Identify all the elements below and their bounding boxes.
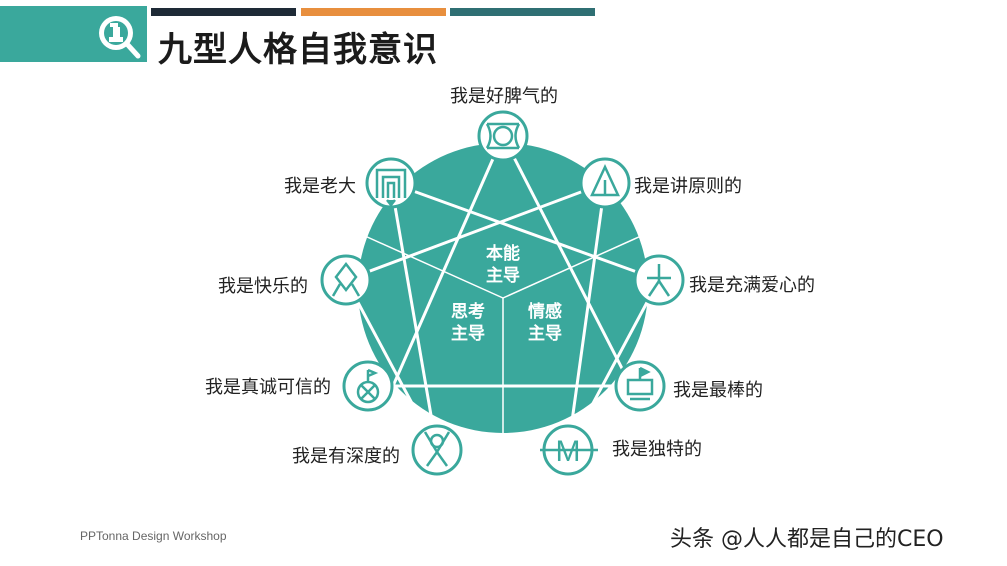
- enneagram-circle: [358, 143, 648, 433]
- triangle-icon: [590, 164, 620, 197]
- label-loving: 我是充满爱心的: [689, 275, 815, 296]
- person-icon: [423, 431, 451, 467]
- node-loving: [633, 254, 685, 306]
- center-left-line2: 主导: [451, 323, 485, 344]
- center-dividers: [364, 235, 642, 433]
- center-top-line2: 主导: [486, 265, 520, 286]
- label-boss: 我是老大: [284, 176, 356, 197]
- center-labels: 本能 主导 思考 主导 情感 主导: [451, 243, 562, 344]
- node-boss: [365, 157, 417, 209]
- label-good-temper: 我是好脾气的: [450, 86, 558, 107]
- node-good-temper: [477, 110, 529, 162]
- circle-x-flag-icon: [356, 368, 380, 404]
- label-sincere: 我是真诚可信的: [205, 377, 331, 398]
- m-letter-icon: M: [556, 435, 581, 468]
- header-bar-dark: [151, 8, 296, 16]
- circle-in-frame-icon: [485, 122, 521, 150]
- label-best: 我是最棒的: [673, 380, 763, 401]
- magnifier-logo-icon: [99, 16, 141, 59]
- stick-figure-icon: [647, 264, 671, 297]
- center-right-line2: 主导: [528, 323, 562, 344]
- diamond-x-icon: [331, 261, 361, 297]
- footer-credit: PPTonna Design Workshop: [80, 529, 227, 543]
- node-happy: [320, 254, 372, 306]
- header-bar-orange: [301, 8, 446, 16]
- gate-icon: [375, 168, 407, 208]
- slide-title: 九型人格自我意识: [158, 30, 438, 70]
- header-bar-teal: [450, 8, 595, 16]
- label-principled: 我是讲原则的: [634, 176, 742, 197]
- flag-box-icon: [626, 366, 654, 401]
- label-happy: 我是快乐的: [218, 276, 308, 297]
- center-left-line1: 思考: [451, 301, 485, 322]
- watermark: 头条 @人人都是自己的CEO: [670, 527, 944, 552]
- label-deep: 我是有深度的: [292, 446, 400, 467]
- node-sincere: [342, 360, 394, 412]
- center-right-line1: 情感: [528, 301, 562, 322]
- node-unique: M: [540, 424, 598, 476]
- label-unique: 我是独特的: [612, 439, 702, 460]
- node-deep: [411, 424, 463, 476]
- node-best: [614, 360, 666, 412]
- center-top-line1: 本能: [486, 243, 520, 264]
- node-principled: [579, 157, 631, 209]
